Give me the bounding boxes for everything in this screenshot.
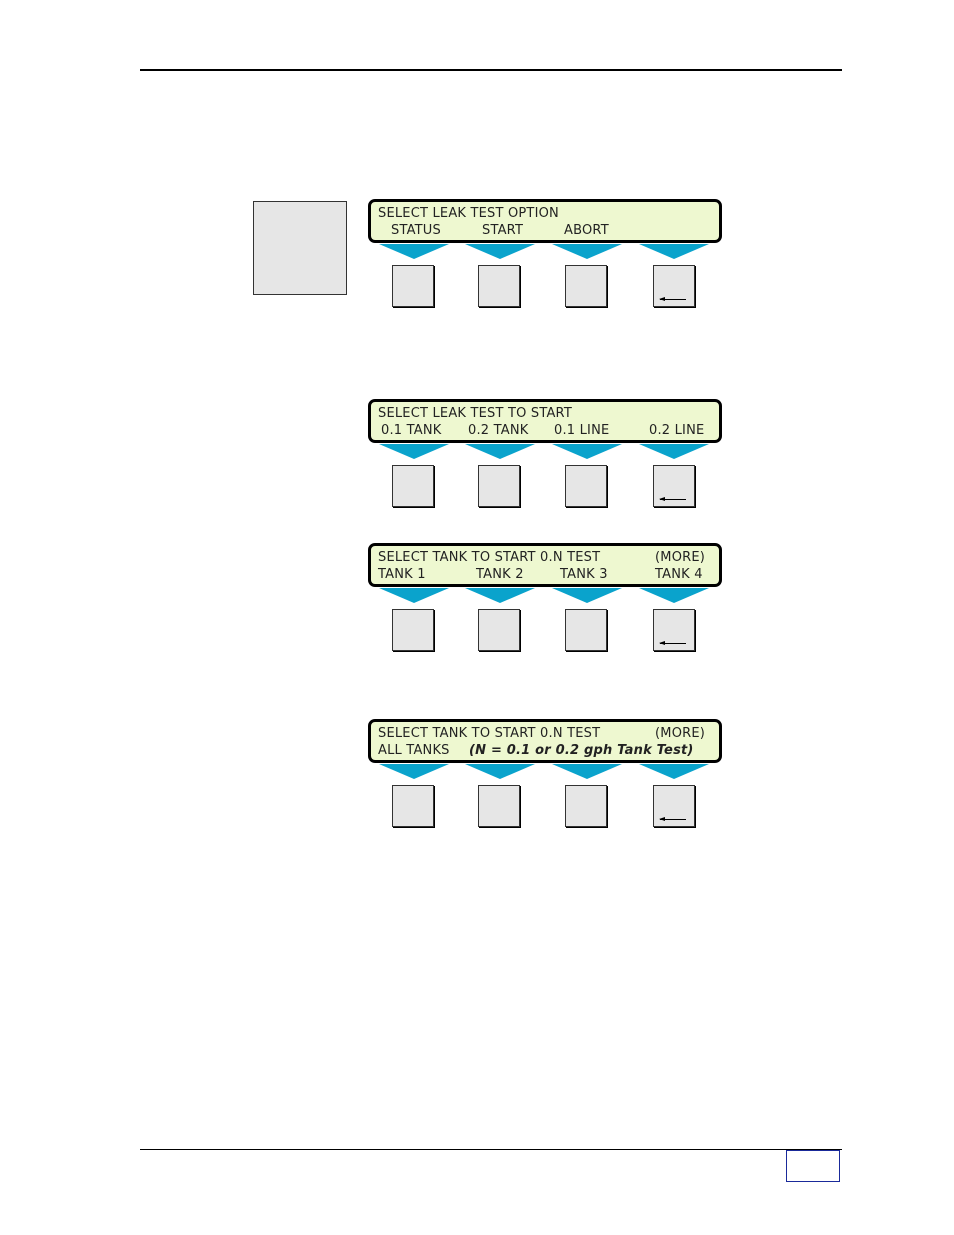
display-panel-test-type: SELECT LEAK TEST TO START 0.1 TANK 0.2 T… — [368, 399, 722, 539]
mode-key[interactable] — [253, 201, 347, 295]
lcd-more-label: (MORE) — [655, 550, 706, 565]
triangle-down-icon — [552, 764, 622, 779]
enter-key[interactable] — [653, 465, 695, 507]
display-panel-select-tank: SELECT TANK TO START 0.N TEST (MORE) TAN… — [368, 543, 722, 683]
softkey-1[interactable] — [392, 609, 434, 651]
softkey-1[interactable] — [392, 465, 434, 507]
footer-rule — [140, 1149, 842, 1150]
triangle-down-icon — [639, 444, 709, 459]
softkey-2[interactable] — [478, 465, 520, 507]
lcd-field-3: 0.1 LINE — [554, 423, 610, 438]
enter-arrow-icon — [659, 497, 686, 501]
lcd-display: SELECT LEAK TEST TO START 0.1 TANK 0.2 T… — [368, 399, 722, 443]
softkey-1[interactable] — [392, 265, 434, 307]
enter-arrow-icon — [659, 817, 686, 821]
triangle-down-icon — [465, 588, 535, 603]
enter-key[interactable] — [653, 609, 695, 651]
triangle-down-icon — [639, 588, 709, 603]
display-panel-option: SELECT LEAK TEST OPTION STATUS START ABO… — [368, 199, 722, 339]
lcd-field-2: TANK 2 — [476, 567, 524, 582]
lcd-field-3: TANK 3 — [560, 567, 608, 582]
softkey-2[interactable] — [478, 785, 520, 827]
lcd-field-1: 0.1 TANK — [381, 423, 442, 438]
lcd-line-1: SELECT TANK TO START 0.N TEST — [378, 550, 601, 565]
softkey-3[interactable] — [565, 465, 607, 507]
triangle-down-icon — [552, 444, 622, 459]
lcd-field-1: ALL TANKS — [378, 743, 450, 758]
enter-key[interactable] — [653, 785, 695, 827]
lcd-display: SELECT TANK TO START 0.N TEST (MORE) ALL… — [368, 719, 722, 763]
lcd-line-1: SELECT TANK TO START 0.N TEST — [378, 726, 601, 741]
test-type-note: (N = 0.1 or 0.2 gph Tank Test) — [469, 743, 694, 758]
lcd-field-2: 0.2 TANK — [468, 423, 529, 438]
softkey-1[interactable] — [392, 785, 434, 827]
softkey-2[interactable] — [478, 265, 520, 307]
triangle-down-icon — [639, 244, 709, 259]
triangle-down-icon — [379, 588, 449, 603]
triangle-down-icon — [379, 764, 449, 779]
lcd-field-3: ABORT — [564, 223, 609, 238]
softkey-3[interactable] — [565, 785, 607, 827]
triangle-down-icon — [379, 244, 449, 259]
page-number-box — [786, 1150, 840, 1182]
triangle-down-icon — [465, 764, 535, 779]
lcd-field-2: START — [482, 223, 524, 238]
lcd-line-1: SELECT LEAK TEST TO START — [378, 406, 572, 421]
enter-arrow-icon — [659, 297, 686, 301]
enter-key[interactable] — [653, 265, 695, 307]
triangle-down-icon — [552, 588, 622, 603]
header-rule — [140, 69, 842, 71]
triangle-down-icon — [379, 444, 449, 459]
lcd-field-1: TANK 1 — [378, 567, 426, 582]
softkey-3[interactable] — [565, 265, 607, 307]
triangle-down-icon — [552, 244, 622, 259]
triangle-down-icon — [639, 764, 709, 779]
triangle-down-icon — [465, 444, 535, 459]
lcd-display: SELECT LEAK TEST OPTION STATUS START ABO… — [368, 199, 722, 243]
softkey-2[interactable] — [478, 609, 520, 651]
lcd-field-4: TANK 4 — [655, 567, 703, 582]
lcd-field-4: 0.2 LINE — [649, 423, 705, 438]
lcd-line-1: SELECT LEAK TEST OPTION — [378, 206, 559, 221]
softkey-3[interactable] — [565, 609, 607, 651]
lcd-field-1: STATUS — [391, 223, 441, 238]
triangle-down-icon — [465, 244, 535, 259]
enter-arrow-icon — [659, 641, 686, 645]
lcd-more-label: (MORE) — [655, 726, 706, 741]
lcd-display: SELECT TANK TO START 0.N TEST (MORE) TAN… — [368, 543, 722, 587]
display-panel-all-tanks: SELECT TANK TO START 0.N TEST (MORE) ALL… — [368, 719, 722, 859]
